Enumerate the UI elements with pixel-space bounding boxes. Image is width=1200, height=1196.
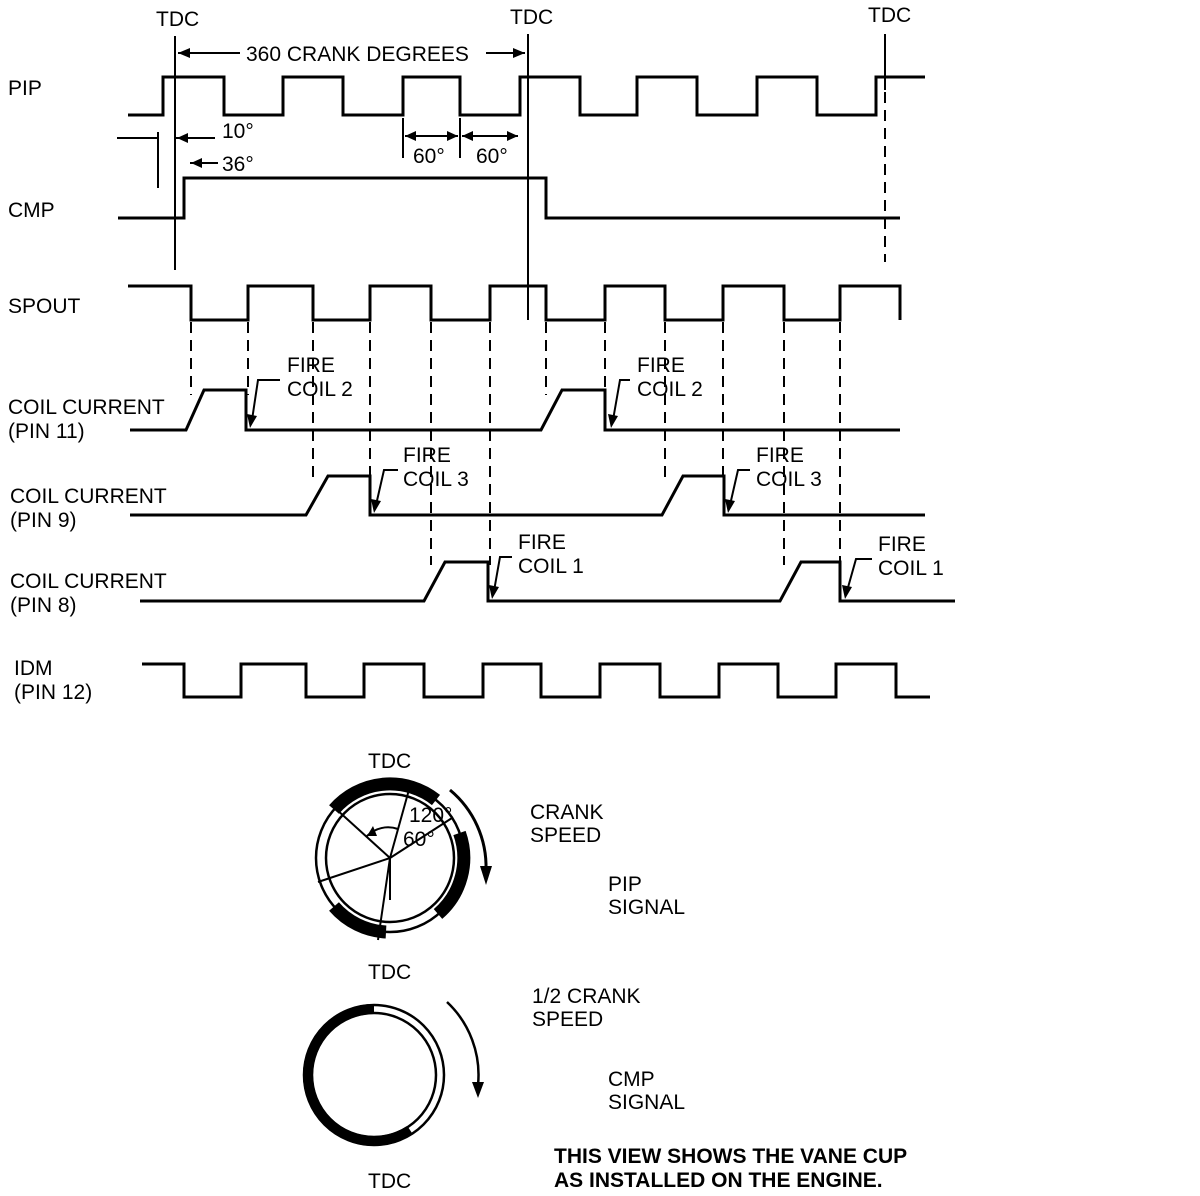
pin11-label: (PIN 11) [8,420,85,443]
fire-leader-p8a [493,556,512,592]
offset-36-arrow [191,158,202,168]
cmp-vane-wheel [302,1003,446,1147]
dim60-arrow-1b [447,131,458,141]
fire-label-p8b: FIRE [878,533,926,556]
deg60-label-2: 60° [476,145,508,168]
fire-leader-p9a [375,469,398,506]
fire-label-p9b: FIRE [756,444,804,467]
deg10-label: 10° [222,120,254,143]
half-crank-rotation-arrowhead [472,1082,484,1098]
deg120-label: 120° [409,804,452,827]
fire-label-p9a: FIRE [403,444,451,467]
fire-label-p8a: FIRE [518,531,566,554]
pip-waveform [128,75,925,117]
half-crank-rotation-arrow [446,1001,480,1086]
deg36-label: 36° [222,153,254,176]
coil3-label-a: COIL 3 [403,468,469,491]
crank-arrow-left [178,48,190,58]
deg60-wheel-label: 60° [403,828,435,851]
coil-pin9-waveform [130,474,925,517]
dim60-arrow-2a [462,131,473,141]
coil2-label-b: COIL 2 [637,378,703,401]
fire-leader-p9b [729,469,750,506]
pin12-label: (PIN 12) [14,681,92,704]
pip-label: PIP [8,77,42,100]
crank-rotation-arrowhead [480,866,492,885]
half-crank-speed-label: SPEED [532,1008,603,1031]
fire-arrow-p11b [608,414,618,428]
fire-arrow-p8a [489,585,499,599]
idm-waveform [142,662,930,699]
timing-drop-lines [190,322,841,565]
fire-arrow-p11a [247,414,257,428]
tdc-label-2: TDC [510,6,553,29]
offset-10-arrow [177,133,188,143]
cmp-signal-label-top: CMP [608,1068,655,1091]
fire-arrow-p9b [725,499,735,513]
spout-waveform [128,284,902,322]
pin9-label: (PIN 9) [10,509,77,532]
crank-rotation-arrow [449,788,488,871]
cmp-waveform [118,176,900,220]
idm-label: IDM [14,657,53,680]
half-crank-label: 1/2 CRANK [532,985,641,1008]
dim60-arrow-2b [507,131,518,141]
cmp-wheel-tdc-bottom-label: TDC [368,1170,411,1193]
fire-leader-p11b [612,379,630,421]
fire-arrow-p8b [842,585,852,599]
fire-leader-p11a [251,379,280,421]
coil-current-label-8: COIL CURRENT [10,570,167,593]
coil-current-label-9: COIL CURRENT [10,485,167,508]
dim60-arrow-1a [405,131,416,141]
coil1-label-a: COIL 1 [518,555,584,578]
vane-cup-note-line2: AS INSTALLED ON THE ENGINE. [554,1169,883,1192]
coil1-label-b: COIL 1 [878,557,944,580]
cmp-label: CMP [8,199,55,222]
crank-arrow-right [513,48,525,58]
deg60-label-1: 60° [413,145,445,168]
fire-arrow-p9a [371,499,381,513]
pip-signal-label: SIGNAL [608,896,685,919]
pin8-label: (PIN 8) [10,594,77,617]
coil2-label-a: COIL 2 [287,378,353,401]
tdc-label-1: TDC [156,8,199,31]
tdc-label-3: TDC [868,4,911,27]
fire-leader-p8b [846,558,872,592]
crank-speed-label: SPEED [530,824,601,847]
spout-label: SPOUT [8,295,81,318]
fire-label-p11a: FIRE [287,354,335,377]
coil-pin11-waveform [130,388,900,432]
crank-degrees-label: 360 CRANK DEGREES [246,43,469,66]
coil3-label-b: COIL 3 [756,468,822,491]
cmp-wheel-tdc-top-label: TDC [368,961,411,984]
cmp-signal-label: SIGNAL [608,1091,685,1114]
coil-pin8-waveform [140,560,955,603]
fire-label-p11b: FIRE [637,354,685,377]
pip-vane-wheel [314,777,471,941]
pip-signal-label-top: PIP [608,873,642,896]
crank-label: CRANK [530,801,604,824]
pip-wheel-tdc-label: TDC [368,750,411,773]
coil-current-label-11: COIL CURRENT [8,396,165,419]
vane-cup-note-line1: THIS VIEW SHOWS THE VANE CUP [554,1145,907,1168]
